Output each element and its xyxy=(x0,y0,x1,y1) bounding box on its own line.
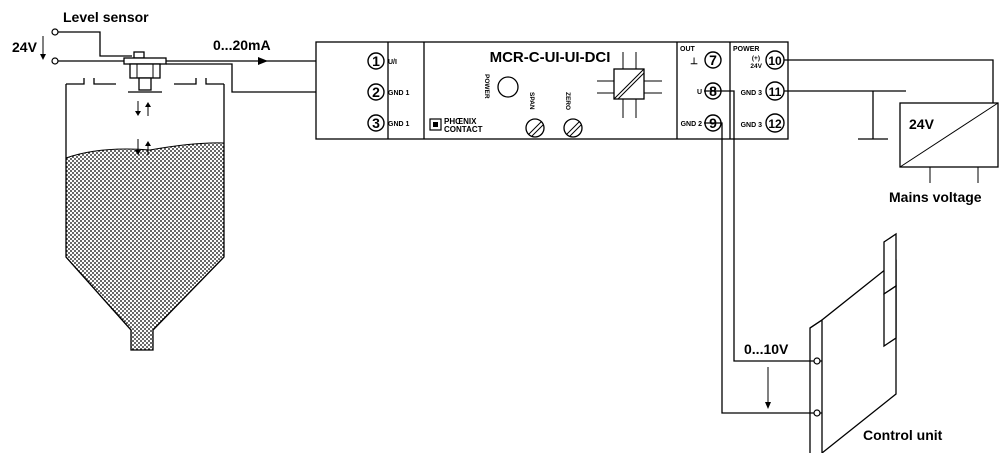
power-led-label: POWER xyxy=(483,74,490,99)
signal-out-label: 0...10V xyxy=(744,341,789,357)
supply-terminal-bottom xyxy=(51,57,59,65)
signal-in-label: 0...20mA xyxy=(213,37,271,53)
signal-out-arrow xyxy=(765,367,771,409)
terminal-1: 1 U/I xyxy=(367,52,397,70)
power-header: POWER xyxy=(733,46,759,53)
supply-arrow-left xyxy=(40,36,46,60)
level-sensor xyxy=(123,51,167,93)
svg-text:CONTACT: CONTACT xyxy=(444,125,483,134)
return-wire xyxy=(166,63,366,93)
level-sensor-label: Level sensor xyxy=(63,9,149,25)
zero-potentiometer-icon[interactable] xyxy=(563,118,583,138)
phoenix-contact-logo: PHŒNIX CONTACT xyxy=(429,117,483,134)
isolation-converter-icon xyxy=(597,52,662,118)
signal-arrow-in xyxy=(258,57,268,65)
zero-label: ZERO xyxy=(564,92,571,110)
supply-terminal-top xyxy=(51,28,59,36)
svg-text:2: 2 xyxy=(372,84,380,100)
svg-text:PHŒNIX: PHŒNIX xyxy=(444,117,477,126)
mains-voltage-label: Mains voltage xyxy=(889,189,982,205)
silo-tank xyxy=(65,78,225,351)
control-unit xyxy=(809,232,897,453)
measurement-arrows xyxy=(135,101,151,155)
output-wire-u xyxy=(704,90,822,362)
terminal-2: 2 GND 1 xyxy=(367,83,410,101)
svg-text:U: U xyxy=(697,89,702,96)
terminal-12: GND 3 12 xyxy=(741,113,785,133)
supply-24v-left-label: 24V xyxy=(12,39,38,55)
svg-text:GND 1: GND 1 xyxy=(388,121,410,128)
svg-text:12: 12 xyxy=(768,117,782,131)
svg-text:GND 2: GND 2 xyxy=(681,121,703,128)
power-wire-plus xyxy=(784,59,994,103)
svg-text:7: 7 xyxy=(709,52,717,68)
span-potentiometer-icon[interactable] xyxy=(525,118,545,138)
output-wire-gnd xyxy=(704,122,822,414)
svg-text:10: 10 xyxy=(768,54,782,68)
bulk-material xyxy=(65,142,225,351)
svg-text:⊥: ⊥ xyxy=(690,56,698,66)
control-unit-label: Control unit xyxy=(863,427,943,443)
svg-text:1: 1 xyxy=(372,53,380,69)
terminal-3: 3 GND 1 xyxy=(367,114,410,132)
power-led-icon xyxy=(497,76,519,98)
terminal-7: ⊥ 7 xyxy=(690,51,722,69)
supply-wire-top xyxy=(58,31,132,57)
supply-24v-right-label: 24V xyxy=(909,116,935,132)
svg-text:GND 3: GND 3 xyxy=(741,90,763,97)
svg-text:GND 1: GND 1 xyxy=(388,90,410,97)
module-name: MCR-C-UI-UI-DCI xyxy=(490,49,611,66)
power-supply-unit xyxy=(899,102,999,183)
span-label: SPAN xyxy=(528,92,535,110)
svg-text:(+): (+) xyxy=(752,55,760,62)
svg-text:11: 11 xyxy=(769,85,782,99)
svg-text:3: 3 xyxy=(372,115,380,131)
svg-text:GND 3: GND 3 xyxy=(741,122,763,129)
terminal-10: (+) 24V 10 xyxy=(750,50,785,70)
svg-text:U/I: U/I xyxy=(388,59,397,66)
svg-text:24V: 24V xyxy=(750,63,762,70)
out-header: OUT xyxy=(680,46,696,53)
ground-symbol-icon xyxy=(858,91,888,140)
